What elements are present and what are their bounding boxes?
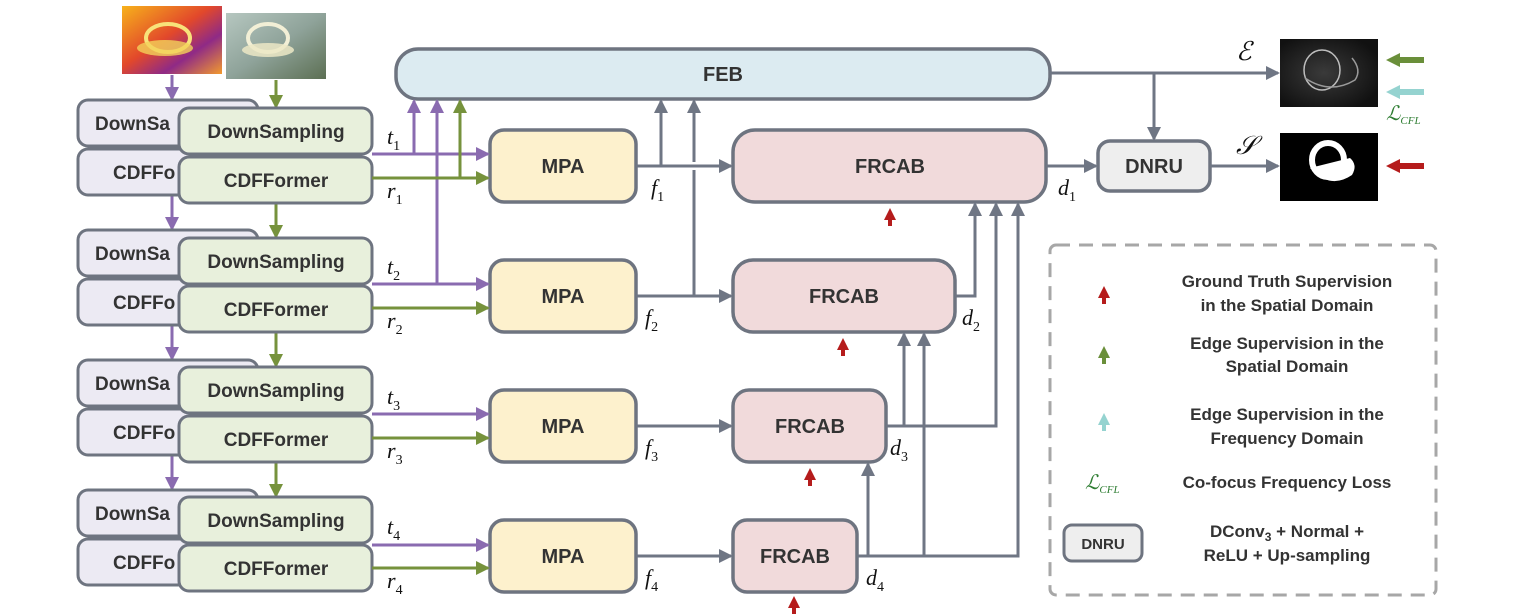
cyan-left-arrow-icon — [1386, 85, 1424, 99]
f2-label: f2 — [645, 305, 658, 335]
mpa-label: MPA — [542, 416, 585, 438]
frcab-block-3: FRCAB — [731, 388, 888, 464]
t1-label: t1 — [387, 124, 400, 154]
f4-label: f4 — [645, 565, 658, 595]
red-up-arrow-icon — [788, 596, 800, 614]
rgb-encoder-stage-2: DownSampling CDFFormer — [177, 236, 374, 334]
legend-edge-spatial-line2: Spatial Domain — [1226, 357, 1349, 376]
legend-gt-line2: in the Spatial Domain — [1201, 296, 1374, 315]
red-up-arrow-icon — [884, 208, 896, 226]
legend-dnru-desc-line1: DConv3 + Normal + — [1210, 522, 1364, 544]
rgb-encoder-stage-4: DownSampling CDFFormer — [177, 495, 374, 593]
green-left-arrow-icon — [1386, 53, 1424, 67]
r-arrows — [372, 99, 490, 575]
cfl-output-symbol: ℒCFL — [1386, 103, 1421, 127]
frcab-label: FRCAB — [760, 546, 830, 568]
rgb-cdfformer-label: CDFFormer — [224, 300, 329, 321]
d2-label: d2 — [962, 305, 980, 335]
rgb-downsampling-label: DownSampling — [207, 122, 344, 143]
legend-dnru-desc-line2: ReLU + Up-sampling — [1204, 546, 1371, 565]
saliency-output-symbol: 𝒮 — [1236, 131, 1263, 160]
legend-edge-freq-line2: Frequency Domain — [1210, 429, 1363, 448]
frcab-label: FRCAB — [775, 416, 845, 438]
mpa-label: MPA — [542, 286, 585, 308]
legend-edge-freq-line1: Edge Supervision in the — [1190, 405, 1384, 424]
thermal-cdfformer-label: CDFFo — [113, 553, 175, 574]
output-supervision-arrows — [1386, 53, 1424, 173]
mpa-label: MPA — [542, 546, 585, 568]
f1-label: f1 — [651, 175, 664, 205]
saliency-output-map — [1280, 133, 1378, 201]
legend-dnru-label: DNRU — [1081, 536, 1124, 553]
gt-supervision-markers — [788, 208, 896, 614]
r2-label: r2 — [387, 308, 403, 338]
rgb-downsampling-box — [177, 106, 374, 156]
thermal-downsampling-label: DownSa — [95, 504, 170, 525]
frcab-block-4: FRCAB — [731, 518, 859, 594]
thermal-downsampling-label: DownSa — [95, 374, 170, 395]
t4-label: t4 — [387, 514, 400, 544]
frcab-block-1: FRCAB — [731, 128, 1048, 204]
d4-label: d4 — [866, 565, 884, 595]
edge-output-symbol: ℰ — [1236, 37, 1254, 66]
legend-border — [1048, 243, 1438, 597]
legend-dnru-box — [1062, 523, 1144, 563]
legend-gt-line1: Ground Truth Supervision — [1182, 272, 1393, 291]
t2-label: t2 — [387, 254, 400, 284]
mpa-label: MPA — [542, 156, 585, 178]
r1-label: r1 — [387, 178, 403, 208]
rgb-downsampling-label: DownSampling — [207, 511, 344, 532]
t-arrows — [372, 99, 490, 552]
rgb-cdfformer-label: CDFFormer — [224, 559, 329, 580]
thermal-downsampling-label: DownSa — [95, 114, 170, 135]
mpa-block-1: MPA — [488, 128, 638, 204]
mpa-block-4: MPA — [488, 518, 638, 594]
mpa-block-2: MPA — [488, 258, 638, 334]
r3-label: r3 — [387, 438, 403, 468]
legend-cfl-symbol: ℒCFL — [1085, 472, 1120, 496]
rgb-downsampling-label: DownSampling — [207, 252, 344, 273]
r4-label: r4 — [387, 568, 403, 598]
legend-red-up-arrow-icon — [1098, 286, 1110, 304]
thermal-cdfformer-label: CDFFo — [113, 163, 175, 184]
thermal-downsampling-label: DownSa — [95, 244, 170, 265]
d1-label: d1 — [1058, 175, 1076, 205]
rgb-cdfformer-box — [177, 155, 374, 205]
t3-label: t3 — [387, 384, 400, 414]
legend: Ground Truth Supervision in the Spatial … — [1048, 243, 1438, 597]
legend-green-up-arrow-icon — [1098, 346, 1110, 364]
legend-cyan-up-arrow-icon — [1098, 413, 1110, 431]
legend-edge-spatial-line1: Edge Supervision in the — [1190, 334, 1384, 353]
dnru-label: DNRU — [1125, 156, 1183, 178]
rgb-encoder-stage-3: DownSampling CDFFormer — [177, 365, 374, 464]
feature-flow-arrows — [636, 66, 1280, 563]
thermal-cdfformer-label: CDFFo — [113, 423, 175, 444]
mpa-block-3: MPA — [488, 388, 638, 464]
frcab-label: FRCAB — [855, 156, 925, 178]
rgb-cdfformer-label: CDFFormer — [224, 171, 329, 192]
red-up-arrow-icon — [804, 468, 816, 486]
legend-cfl-text: Co-focus Frequency Loss — [1183, 473, 1392, 492]
rgb-downsampling-label: DownSampling — [207, 381, 344, 402]
frcab-label: FRCAB — [809, 286, 879, 308]
edge-output-map — [1280, 39, 1378, 107]
rgb-encoder-stage-1: DownSampling CDFFormer — [177, 106, 374, 205]
thermal-cdfformer-label: CDFFo — [113, 293, 175, 314]
thermal-input-image — [122, 6, 222, 74]
feb-label: FEB — [703, 64, 743, 86]
rgb-input-image — [226, 13, 326, 79]
rgb-cdfformer-label: CDFFormer — [224, 430, 329, 451]
red-left-arrow-icon — [1386, 159, 1424, 173]
d3-label: d3 — [890, 435, 908, 465]
red-up-arrow-icon — [837, 338, 849, 356]
f3-label: f3 — [645, 435, 658, 465]
frcab-block-2: FRCAB — [731, 258, 957, 334]
